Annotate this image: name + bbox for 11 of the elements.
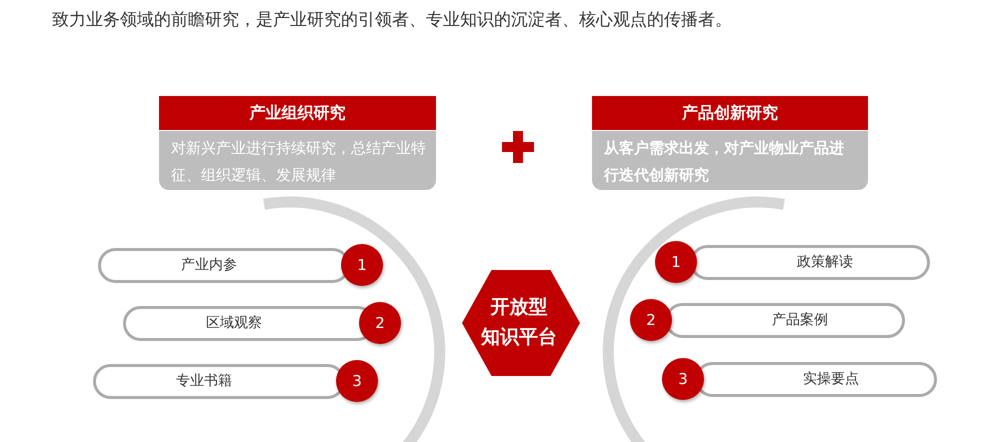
number-badge: 1 <box>341 244 383 286</box>
number-badge: 3 <box>662 358 704 400</box>
intro-text: 致力业务领域的前瞻研究，是产业研究的引领者、专业知识的沉淀者、核心观点的传播者。 <box>52 9 732 31</box>
description-box: 从客户需求出发，对产业物业产品进行迭代创新研究 <box>592 131 868 190</box>
description-box: 对新兴产业进行持续研究，总结产业特征、组织逻辑、发展规律 <box>159 131 436 190</box>
number-badge: 1 <box>655 241 697 283</box>
heading-bar: 产品创新研究 <box>592 96 868 130</box>
number-badge: 3 <box>336 360 378 402</box>
number-badge: 2 <box>630 299 672 341</box>
heading-bar: 产业组织研究 <box>159 96 436 130</box>
number-badge: 2 <box>359 302 401 344</box>
